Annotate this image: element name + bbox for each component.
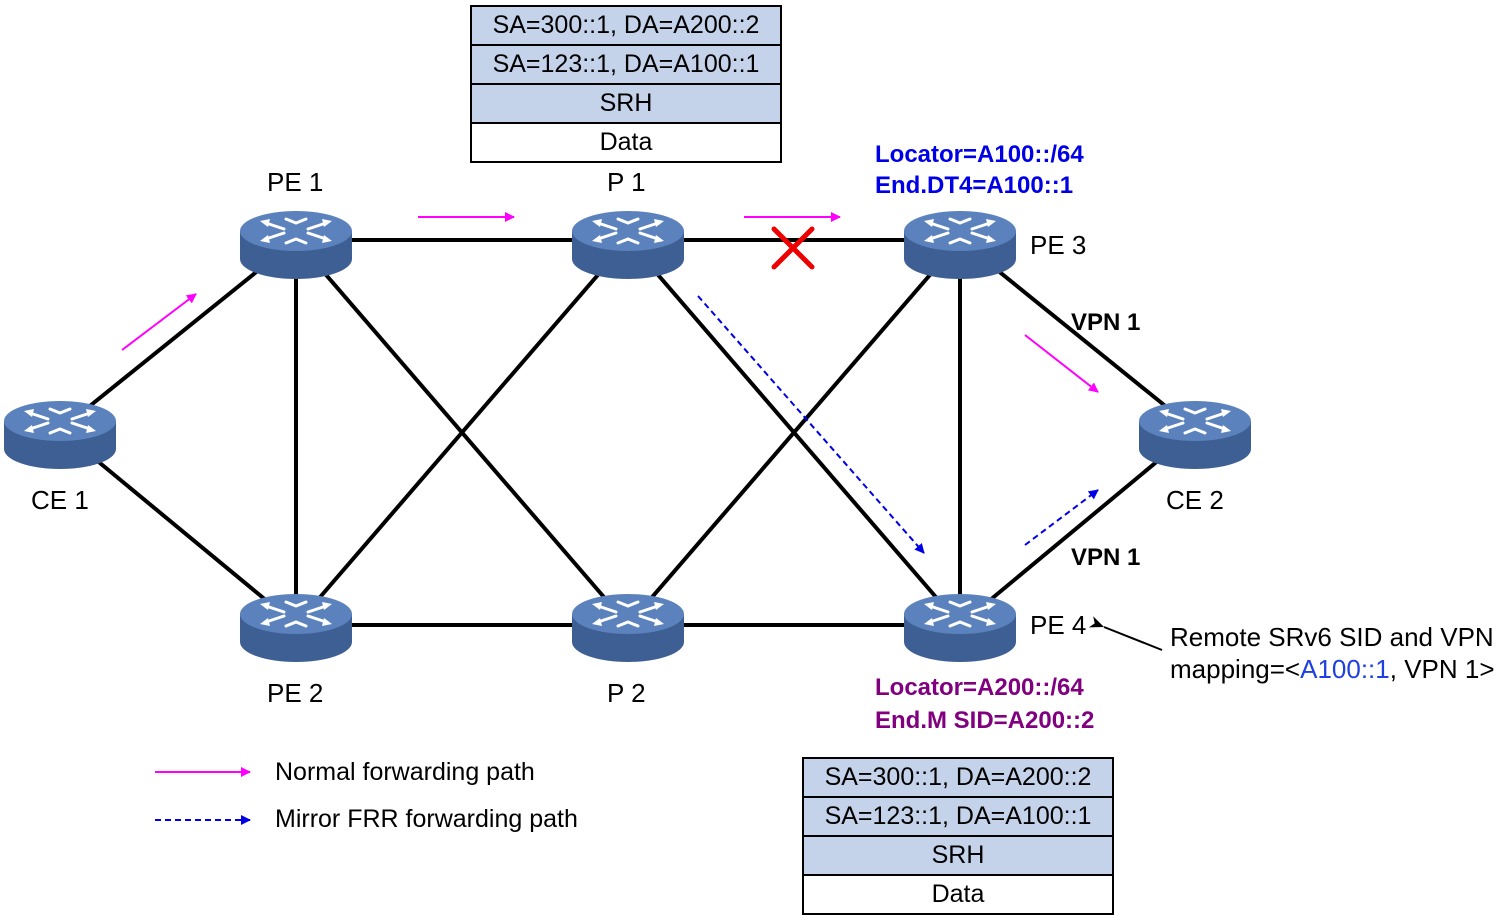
vpn-label-lower: VPN 1	[1071, 544, 1141, 571]
remote-sid-note-sid: A100::1	[1300, 654, 1390, 684]
router-ce1-icon	[2, 399, 118, 471]
router-pe1-icon	[238, 209, 354, 281]
pe3-locator: Locator=A100::/64	[875, 141, 1084, 168]
router-pe3-icon	[902, 209, 1018, 281]
remote-sid-note-suffix: , VPN 1>	[1389, 654, 1495, 684]
packet-header-bottom: SA=300::1, DA=A200::2 SA=123::1, DA=A100…	[802, 757, 1114, 915]
packet-bottom-row-data: Data	[804, 876, 1112, 913]
legend-normal-label: Normal forwarding path	[275, 758, 535, 786]
links	[58, 238, 1197, 627]
legend-mirror-label: Mirror FRR forwarding path	[275, 805, 578, 833]
packet-top-row-data: Data	[472, 124, 780, 161]
link-p2-pe3	[626, 238, 962, 627]
node-label-p1: P 1	[607, 167, 646, 197]
node-label-pe1: PE 1	[267, 167, 324, 197]
router-pe2-icon	[238, 592, 354, 664]
mirror-arrow-p1-pe4	[697, 295, 925, 554]
pe4-locator: Locator=A200::/64	[875, 674, 1084, 701]
mirror-path-arrows	[697, 295, 1099, 554]
link-pe2-p1	[294, 238, 630, 627]
packet-bottom-row-outer-ipv6: SA=300::1, DA=A200::2	[804, 759, 1112, 798]
router-ce2-icon	[1137, 399, 1253, 471]
normal-path-arrows	[121, 212, 1099, 393]
mirror-arrow-pe4-ce2	[1024, 489, 1099, 546]
remote-note-pointer-arrow	[1088, 616, 1163, 651]
router-pe4-icon	[902, 592, 1018, 664]
node-label-pe2: PE 2	[267, 678, 324, 708]
packet-top-row-outer-ipv6: SA=300::1, DA=A200::2	[472, 7, 780, 46]
normal-arrow-pe3-ce2	[1024, 334, 1099, 393]
router-p1-icon	[570, 209, 686, 281]
packet-bottom-row-inner-ipv6: SA=123::1, DA=A100::1	[804, 798, 1112, 837]
remote-sid-note-prefix: mapping=<	[1170, 654, 1301, 684]
packet-top-row-srh: SRH	[472, 85, 780, 124]
pe4-end-m-sid: End.M SID=A200::2	[875, 707, 1095, 734]
node-label-p2: P 2	[607, 678, 646, 708]
remote-sid-note-line1: Remote SRv6 SID and VPN	[1170, 622, 1494, 652]
node-label-ce1: CE 1	[31, 485, 89, 515]
node-label-pe4: PE 4	[1030, 610, 1087, 640]
packet-header-top: SA=300::1, DA=A200::2 SA=123::1, DA=A100…	[470, 5, 782, 163]
remote-sid-note: Remote SRv6 SID and VPN mapping=<A100::1…	[1170, 621, 1495, 685]
pe3-end-dt4: End.DT4=A100::1	[875, 172, 1074, 199]
packet-bottom-row-srh: SRH	[804, 837, 1112, 876]
remote-sid-note-line2: mapping=<A100::1, VPN 1>	[1170, 653, 1495, 685]
node-label-pe3: PE 3	[1030, 230, 1087, 260]
packet-top-row-inner-ipv6: SA=123::1, DA=A100::1	[472, 46, 780, 85]
normal-arrow-ce1-pe1	[121, 293, 197, 351]
node-label-ce2: CE 2	[1166, 485, 1224, 515]
link-failure-icon	[771, 226, 815, 270]
router-p2-icon	[570, 592, 686, 664]
vpn-label-upper: VPN 1	[1071, 309, 1141, 336]
